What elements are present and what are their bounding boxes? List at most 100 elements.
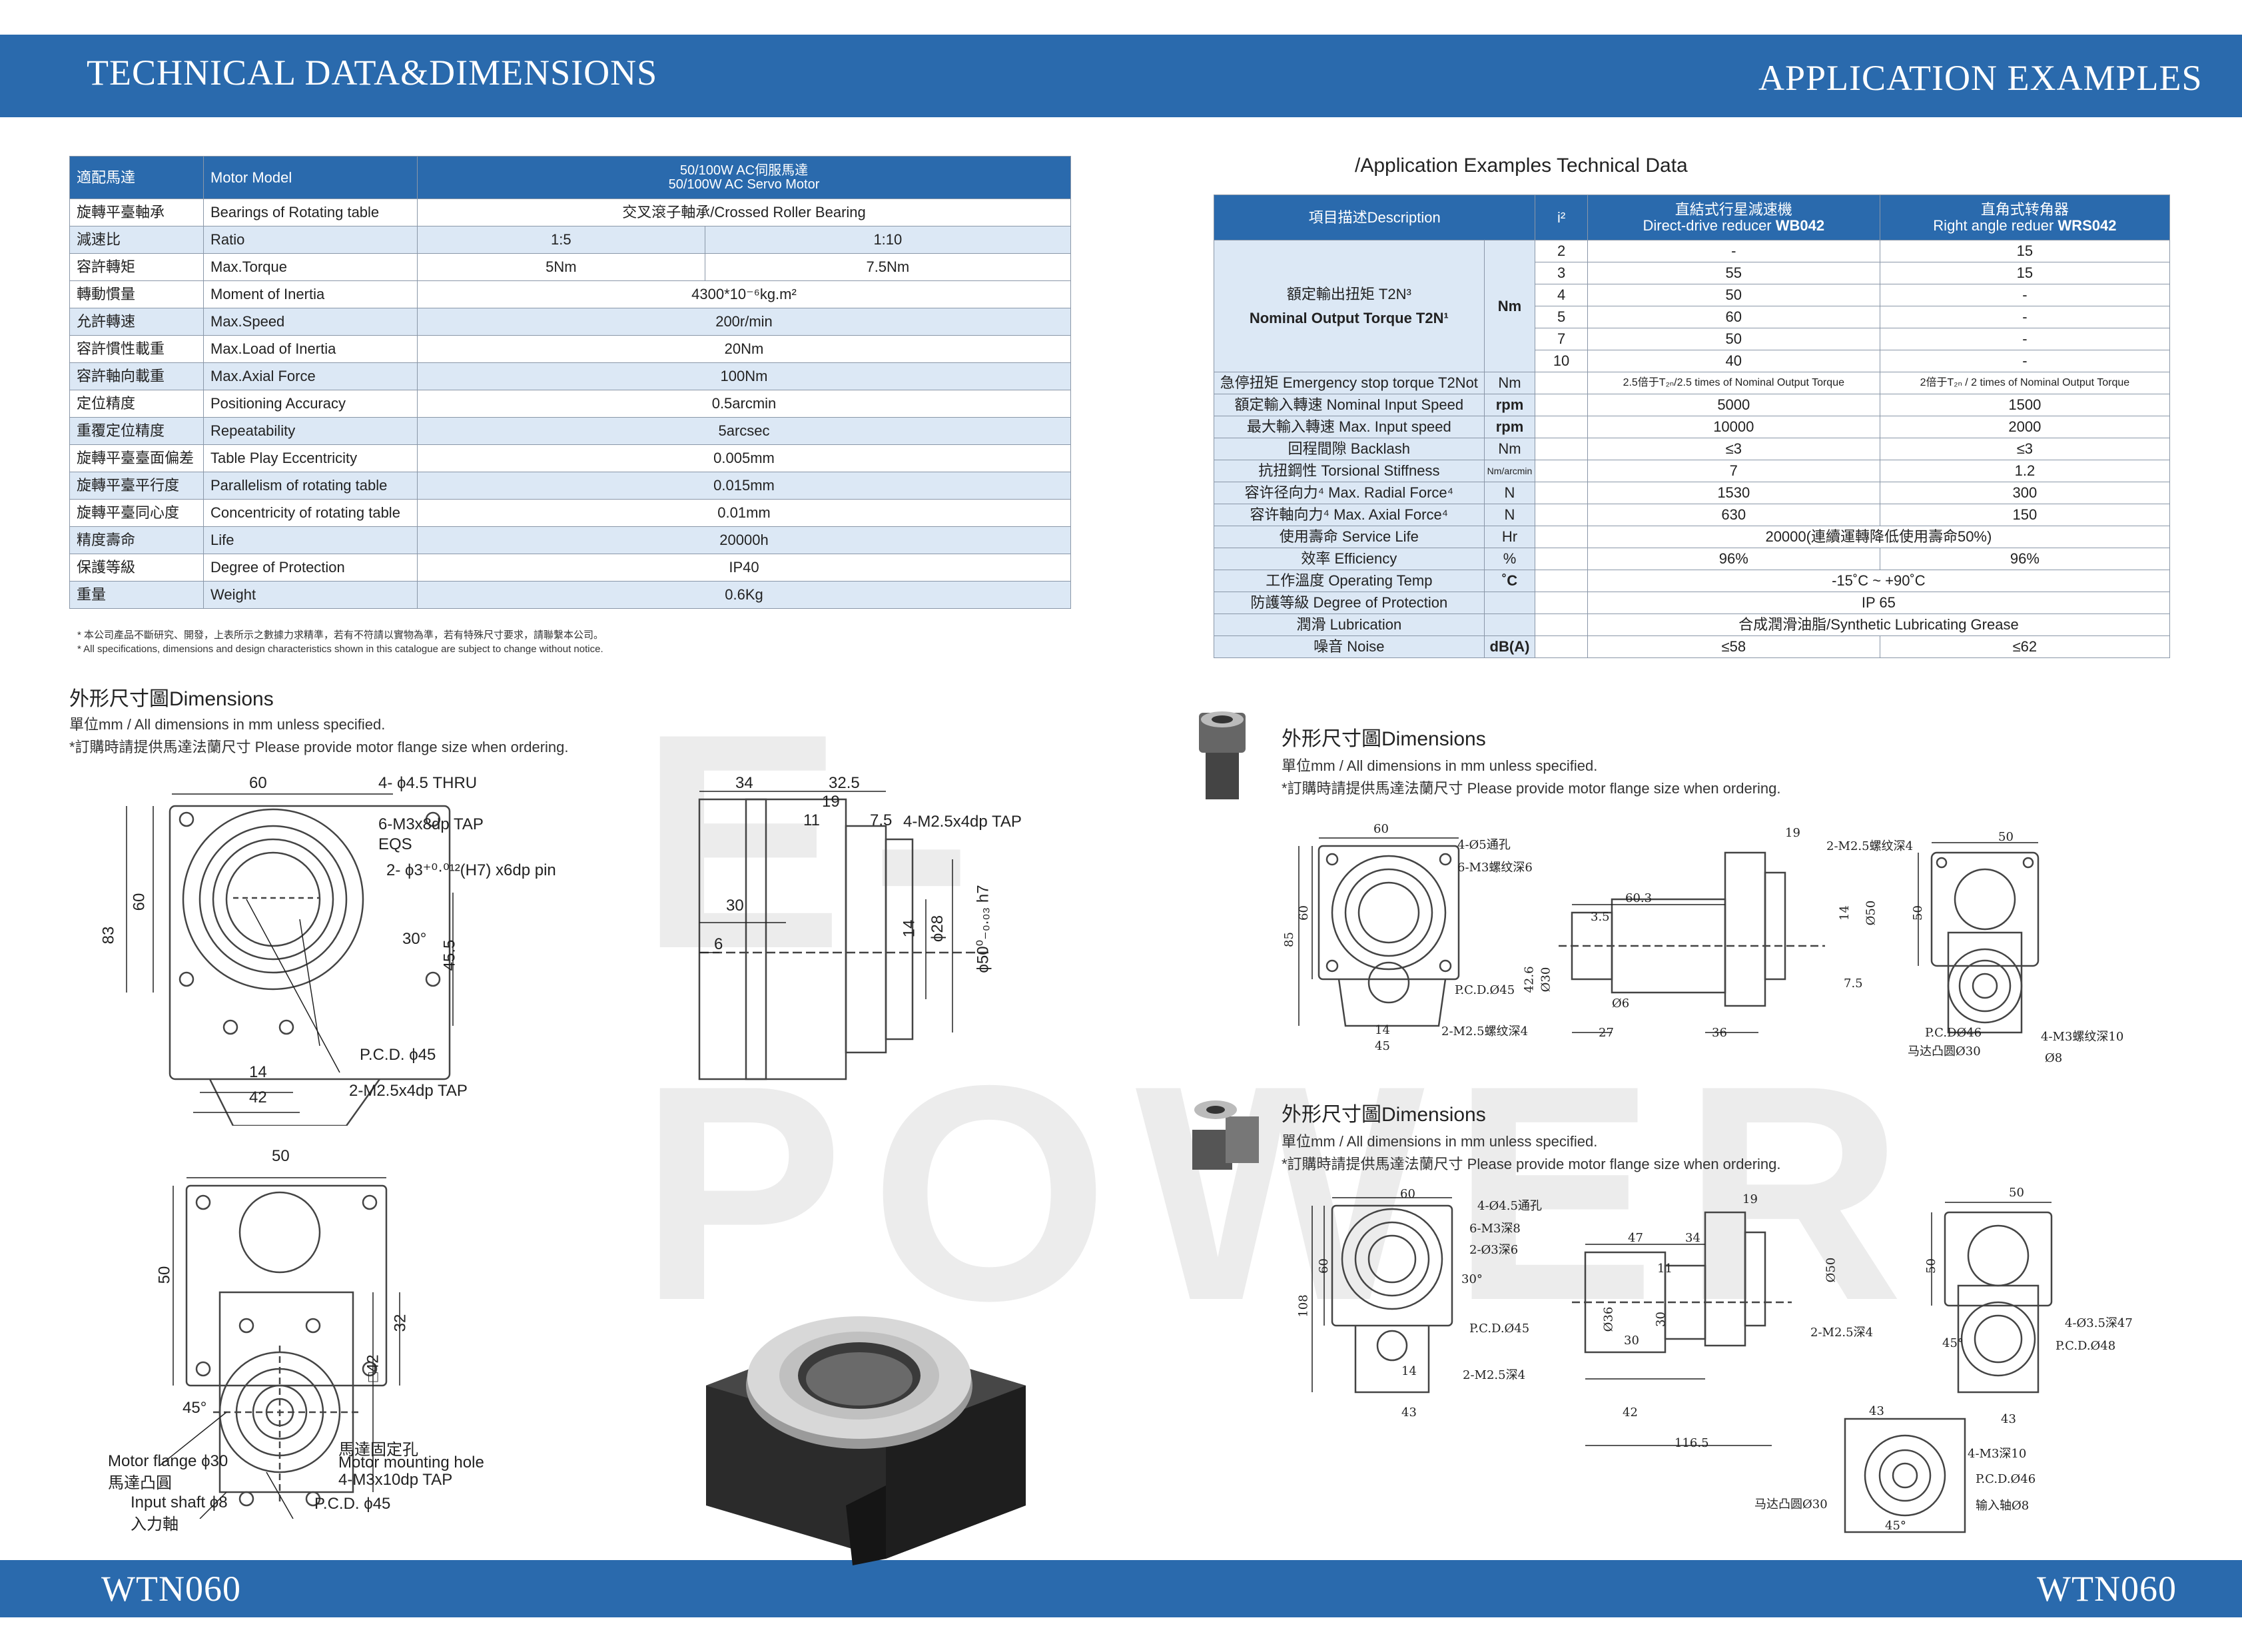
dim-label: 输入轴Ø8 xyxy=(1976,1499,2030,1513)
spec-zh: 容許慣性載重 xyxy=(69,335,204,363)
app-cell: 15 xyxy=(1879,262,2171,284)
dims-order: *訂購時請提供馬達法蘭尺寸 Please provide motor flang… xyxy=(69,739,569,755)
dims-r1-title: 外形尺寸圖Dimensions xyxy=(1282,728,1486,750)
app-cell xyxy=(1535,570,1588,592)
dim-label: 6 xyxy=(714,935,723,953)
spec-zh: 定位精度 xyxy=(69,390,204,418)
spec-zh: 允許轉速 xyxy=(69,308,204,336)
spec-zh: 旋轉平臺平行度 xyxy=(69,472,204,500)
dim-label: 45.5 xyxy=(440,939,459,971)
dim-label: 36 xyxy=(1712,1026,1727,1040)
app-cell xyxy=(1535,504,1588,526)
dim-label: 2-M2.5螺纹深4 xyxy=(1441,1025,1529,1038)
spec-note-en: * All specifications, dimensions and des… xyxy=(77,643,603,655)
spec-value: 200r/min xyxy=(417,308,1071,336)
dim-label: Ø36 xyxy=(1601,1306,1616,1332)
spec-en: Max.Load of Inertia xyxy=(203,335,418,363)
spec-zh: 精度壽命 xyxy=(69,526,204,554)
dim-label: 30 xyxy=(726,897,744,915)
spec-en: Bearings of Rotating table xyxy=(203,199,418,226)
wb-reducer-icon xyxy=(1199,711,1246,799)
app-cell: 2000 xyxy=(1879,416,2171,438)
dim-label: 27 xyxy=(1599,1026,1614,1040)
spec-value: 4300*10⁻⁶kg.m² xyxy=(417,280,1071,308)
spec-value: 0.01mm xyxy=(417,499,1071,527)
dim-label: 83 xyxy=(99,926,118,945)
dim-label: Motor flange ϕ30 xyxy=(108,1452,228,1470)
side-view-drawing xyxy=(698,791,992,1080)
dim-label: 32.5 xyxy=(829,774,860,792)
spec-en: Table Play Eccentricity xyxy=(203,444,418,472)
spec-en: Positioning Accuracy xyxy=(203,390,418,418)
dim-label: Ø50 xyxy=(1824,1257,1838,1283)
app-cell: - xyxy=(1879,328,2171,350)
dim-label: 6-M3螺纹深6 xyxy=(1457,861,1533,875)
app-unit: rpm xyxy=(1483,394,1536,416)
spec-en: Max.Axial Force xyxy=(203,362,418,390)
footer-band xyxy=(0,1560,2242,1617)
dim-label: 60 xyxy=(130,893,149,911)
dim-label: 入力軸 xyxy=(131,1515,179,1533)
dim-label: P.C.DØ46 xyxy=(1925,1026,1982,1040)
spec-zh: 減速比 xyxy=(69,226,204,254)
dim-label: Ø8 xyxy=(2045,1051,2063,1065)
app-cell: - xyxy=(1879,350,2171,372)
dim-label: 2-M2.5深4 xyxy=(1463,1368,1526,1382)
app-label: 噪音 Noise xyxy=(1214,635,1485,658)
app-cell xyxy=(1535,548,1588,570)
dim-label: 2-M2.5螺纹深4 xyxy=(1826,839,1914,853)
app-unit: Nm xyxy=(1483,240,1536,372)
dim-label: P.C.D.Ø48 xyxy=(2055,1339,2116,1353)
app-cell: 40 xyxy=(1587,350,1880,372)
dim-label: 4-Ø5通孔 xyxy=(1457,838,1511,852)
app-cell xyxy=(1535,460,1588,482)
dim-label: 42 xyxy=(249,1088,267,1106)
spec-en: Weight xyxy=(203,581,418,609)
spec-value: 20000h xyxy=(417,526,1071,554)
dim-label: P.C.D. ϕ45 xyxy=(360,1046,436,1064)
dim-label: 4-M2.5x4dp TAP xyxy=(903,813,1022,831)
footer-left-model: WTN060 xyxy=(101,1569,241,1609)
dim-label: 50 xyxy=(1910,905,1925,921)
spec-zh: 旋轉平臺同心度 xyxy=(69,499,204,527)
spec-head-col2: Motor Model xyxy=(203,156,418,199)
dim-label: 50 xyxy=(2009,1186,2024,1200)
spec-zh: 重覆定位精度 xyxy=(69,417,204,445)
spec-value: 5Nm xyxy=(417,253,705,281)
dim-label: 4-M3螺纹深10 xyxy=(2041,1030,2124,1044)
app-unit: Nm xyxy=(1483,372,1536,394)
app-cell: - xyxy=(1879,306,2171,328)
app-label: 額定輸入轉速 Nominal Input Speed xyxy=(1214,394,1485,416)
dim-label: 馬達固定孔 xyxy=(338,1441,418,1459)
app-unit: ˚C xyxy=(1483,570,1536,592)
spec-note-zh: * 本公司產品不斷研究、開發，上表所示之數據力求精準，若有不符請以實物為準，若有… xyxy=(77,629,604,641)
dim-label: P.C.D. ϕ45 xyxy=(314,1495,391,1513)
dim-label: 14 xyxy=(900,919,919,938)
spec-en: Concentricity of rotating table xyxy=(203,499,418,527)
app-cell: 630 xyxy=(1587,504,1880,526)
spec-en: Degree of Protection xyxy=(203,554,418,582)
dim-label: 4-M3深10 xyxy=(1968,1447,2027,1461)
app-cell: -15˚C ~ +90˚C xyxy=(1587,570,2171,592)
app-cell: 50 xyxy=(1587,284,1880,306)
dim-label: 2-M2.5x4dp TAP xyxy=(349,1082,468,1100)
app-cell xyxy=(1535,394,1588,416)
app-unit: dB(A) xyxy=(1483,635,1536,658)
dim-label: Input shaft ϕ8 xyxy=(131,1493,228,1511)
dim-label: ϕ28 xyxy=(929,915,947,943)
